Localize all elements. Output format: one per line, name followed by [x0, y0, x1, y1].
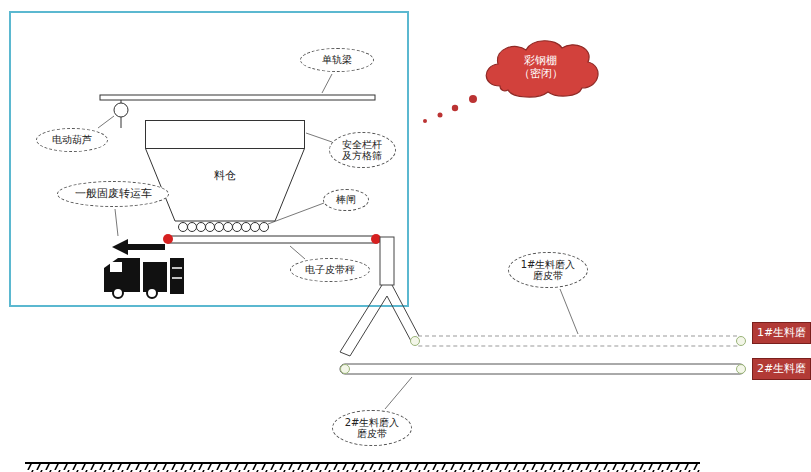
chute [340, 237, 420, 356]
callout-label: 电动葫芦 [36, 128, 108, 152]
callout-label: 单轨梁 [300, 48, 374, 72]
callout-label: 棒闸 [323, 189, 369, 211]
ground [25, 463, 700, 472]
node-text: 单轨梁 [322, 54, 352, 66]
node-text: 彩钢棚 （密闭） [517, 55, 564, 80]
mill-box: 2#生料磨 [752, 358, 811, 380]
cloud-shape: 彩钢棚 （密闭） [478, 36, 604, 100]
enclosure [10, 12, 408, 306]
cloud-outline [486, 41, 598, 97]
node-text: 安全栏杆 及方格筛 [341, 139, 384, 162]
hopper-rim [146, 121, 305, 149]
hopper-body [146, 149, 305, 222]
monorail-beam [100, 95, 375, 100]
node-text: 电动葫芦 [52, 134, 92, 146]
mill-box: 1#生料磨 [752, 322, 811, 344]
node-text: 料仓 [214, 170, 236, 183]
callout-label: 2#生料磨入 磨皮带 [332, 410, 412, 446]
node-text: 一般固废转运车 [75, 188, 152, 201]
leader-lines [98, 74, 578, 409]
callout-label: 1#生料磨入 磨皮带 [508, 252, 588, 288]
electric-hoist [114, 100, 128, 128]
node-text: 棒闸 [336, 194, 356, 206]
callout-label: 一般固废转运车 [57, 181, 169, 207]
node-text: 1#生料磨入 磨皮带 [520, 259, 576, 282]
belt-scale [163, 234, 381, 244]
callout-label: 安全栏杆 及方格筛 [329, 132, 396, 168]
node-text: 电子皮带秤 [305, 264, 355, 276]
thought-dots [423, 95, 477, 123]
belt-2 [340, 364, 746, 374]
belt-1 [411, 336, 746, 346]
bar-gate [179, 223, 269, 232]
node-text: 2#生料磨入 磨皮带 [344, 417, 400, 440]
hopper-shape: 料仓 [145, 120, 305, 222]
node-text: 2#生料磨 [757, 363, 806, 376]
truck-icon [104, 258, 184, 298]
node-text: 1#生料磨 [757, 327, 806, 340]
direction-arrow [112, 239, 165, 255]
callout-label: 电子皮带秤 [290, 258, 370, 282]
